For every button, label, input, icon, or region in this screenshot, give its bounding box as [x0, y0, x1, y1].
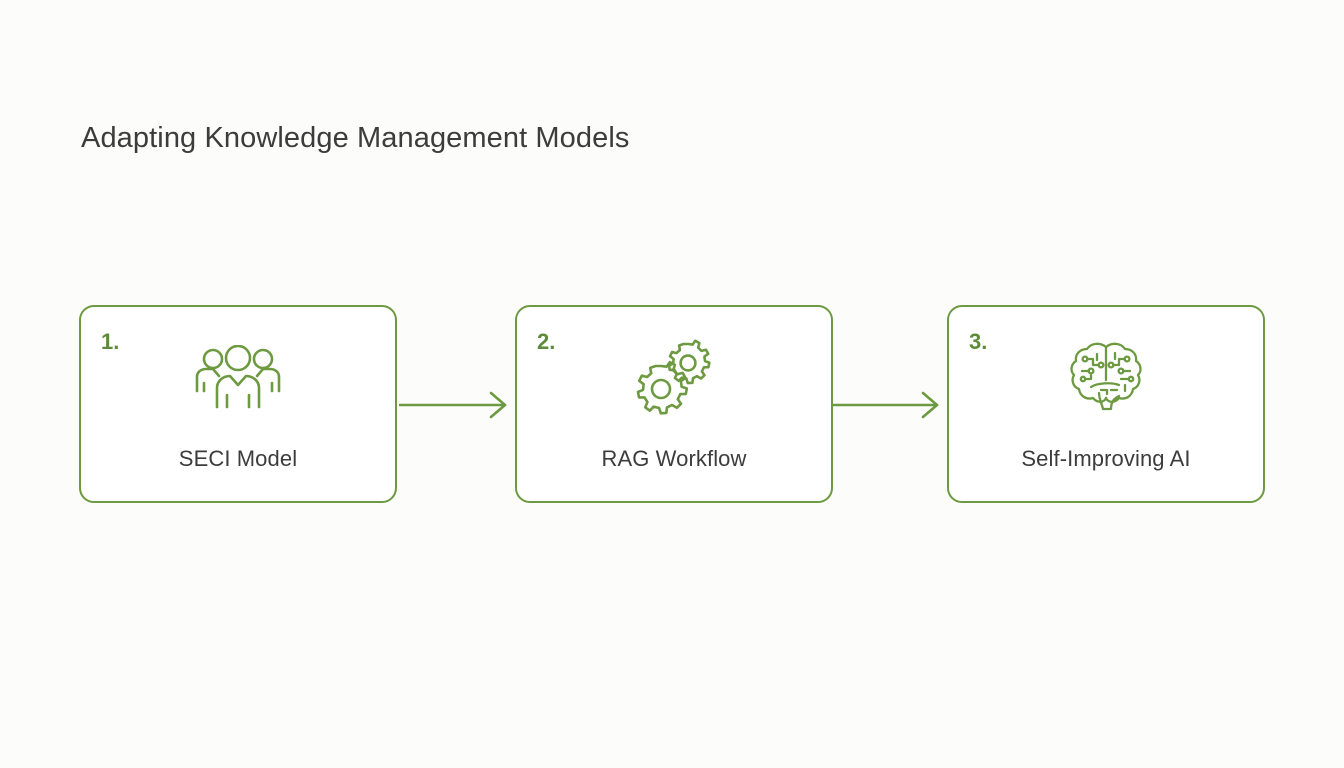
step-number-1: 1.: [101, 329, 120, 354]
gears-icon: [626, 339, 722, 415]
page-title: Adapting Knowledge Management Models: [81, 122, 630, 154]
step-label-3: Self-Improving AI: [1021, 446, 1191, 471]
team-people-icon: [190, 341, 286, 413]
process-flow-diagram: 1. SECI Model: [79, 305, 1267, 505]
flow-step-card-3[interactable]: 3.: [947, 305, 1265, 503]
flow-step-card-1[interactable]: 1. SECI Model: [79, 305, 397, 503]
step-label-1: SECI Model: [178, 446, 298, 471]
arrow-right-icon: [831, 391, 947, 419]
step-label-2: RAG Workflow: [601, 446, 747, 471]
arrow-right-icon: [399, 391, 515, 419]
flow-step-card-2[interactable]: 2. RAG Workflow: [515, 305, 833, 503]
step-number-3: 3.: [969, 329, 988, 354]
step-number-2: 2.: [537, 329, 556, 354]
brain-circuit-icon: [1058, 341, 1154, 413]
